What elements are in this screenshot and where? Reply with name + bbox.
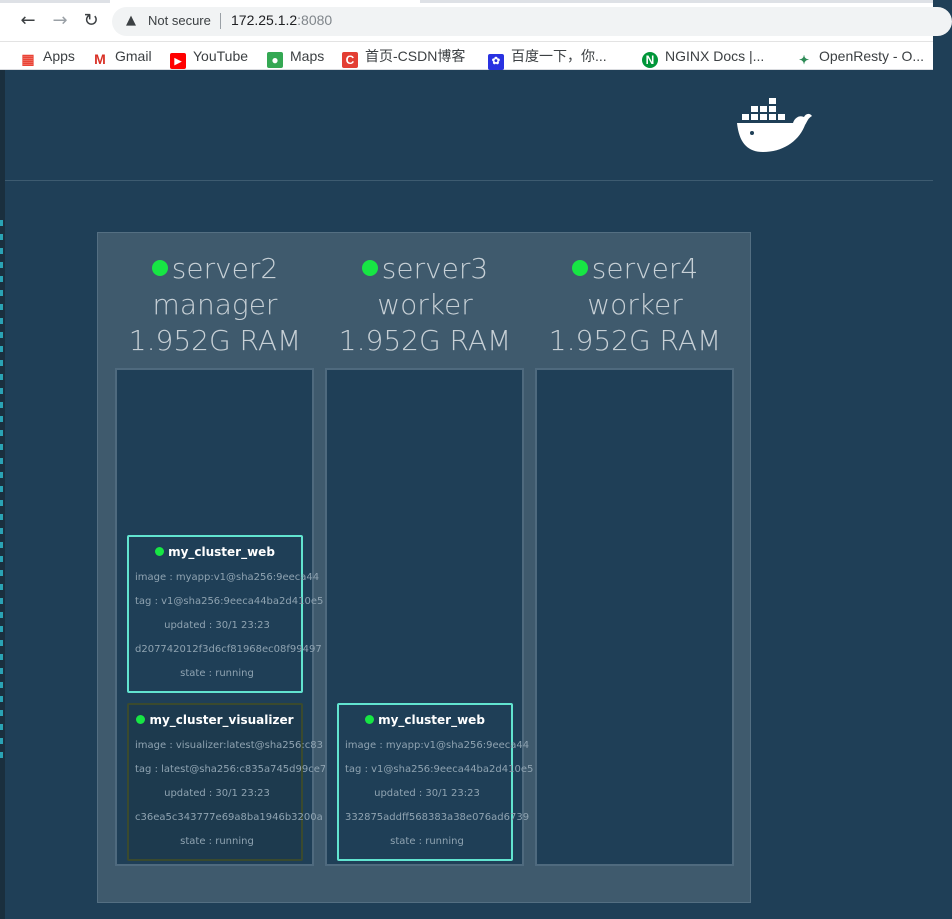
task-name: my_cluster_web [168,545,275,559]
node-status-dot [151,260,168,276]
task-id: c36ea5c343777e69a8ba1946b3200a [135,812,323,823]
task-card[interactable]: my_cluster_web image : myapp:v1@sha256:9… [337,703,534,861]
node-role: worker [377,288,473,321]
node-ram: 1.952G RAM [128,324,302,357]
bookmark-label: NGINX Docs |... [665,48,765,64]
swarm-cluster-panel: server2 manager 1.952G RAM server3 worke… [97,232,751,903]
bookmark-apps[interactable]: ▦ Apps [20,46,75,67]
bookmark-label: 首页-CSDN博客 [365,48,466,64]
node-role: manager [152,288,278,321]
task-tag: tag : v1@sha256:9eeca44ba2d410e5 [135,596,324,607]
task-name: my_cluster_web [378,713,485,727]
visualizer-header [5,70,933,181]
node-ram: 1.952G RAM [548,324,722,357]
gmail-icon: M [94,51,106,67]
url-host: 172.25.1.2 [231,12,298,28]
node-column-server4 [535,368,734,866]
task-card[interactable]: my_cluster_visualizer image : visualizer… [127,703,327,861]
task-updated: updated : 30/1 23:23 [164,788,270,799]
task-state: state : running [180,836,254,847]
bookmark-label: OpenResty - O... [819,48,925,64]
bookmark-csdn[interactable]: C 首页-CSDN博客 [342,46,466,68]
node-name: server3 [381,252,489,285]
task-card[interactable]: my_cluster_web image : myapp:v1@sha256:9… [127,535,324,693]
baidu-icon: ✿ [488,54,504,70]
bookmark-youtube[interactable]: ▶ YouTube [170,46,249,69]
openresty-icon: ✦ [798,53,810,67]
node-name: server4 [591,252,699,285]
address-bar[interactable]: ▲ Not secure 172.25.1.2:8080 [112,7,952,36]
csdn-icon: C [342,52,358,68]
nginx-icon: N [642,52,658,68]
node-title: server4 [530,251,740,287]
bookmarks-bar: ▦ Apps M Gmail ▶ YouTube ● Maps C 首页-CSDN博客 ✿… [0,42,933,70]
node-column-server3: my_cluster_web image : myapp:v1@sha256:9… [325,368,534,866]
docker-whale-icon [737,98,812,152]
bookmark-nginx[interactable]: N NGINX Docs |... [642,46,765,68]
task-status-dot [365,715,375,724]
task-state: state : running [390,836,464,847]
bookmark-maps[interactable]: ● Maps [267,46,325,68]
task-state: state : running [180,668,254,679]
task-updated: updated : 30/1 23:23 [164,620,270,631]
task-tag: tag : v1@sha256:9eeca44ba2d410e5 [345,764,534,775]
task-image: image : myapp:v1@sha256:9eeca44 [345,740,530,751]
url-text[interactable]: 172.25.1.2:8080 [231,12,332,28]
tab-strip-edge-right [420,0,933,3]
address-separator [220,13,221,29]
task-status-dot [155,547,165,556]
bookmark-label: YouTube [193,48,249,64]
reload-icon[interactable]: ↻ [83,10,99,31]
task-updated: updated : 30/1 23:23 [374,788,480,799]
node-column-server2: my_cluster_web image : myapp:v1@sha256:9… [115,368,327,866]
security-label[interactable]: Not secure [148,13,211,28]
task-title: my_cluster_web [339,713,511,727]
apps-grid-icon: ▦ [21,51,35,67]
task-title: my_cluster_visualizer [129,713,301,727]
task-name: my_cluster_visualizer [149,713,294,727]
node-status-dot [571,260,588,276]
task-title: my_cluster_web [129,545,301,559]
node-status-dot [361,260,378,276]
task-image: image : visualizer:latest@sha256:c83 [135,740,323,751]
bookmark-label: Apps [43,48,75,64]
bookmark-baidu[interactable]: ✿ 百度一下，你... [488,46,607,70]
node-ram: 1.952G RAM [338,324,512,357]
node-header-server3: server3 worker 1.952G RAM [320,251,530,359]
task-image: image : myapp:v1@sha256:9eeca44 [135,572,320,583]
back-arrow-icon[interactable]: ← [20,10,36,31]
node-title: server2 [110,251,320,287]
task-id: d207742012f3d6cf81968ec08f99497 [135,644,322,655]
url-port: :8080 [297,12,333,28]
bookmark-label: Gmail [115,48,152,64]
bookmark-label: 百度一下，你... [511,48,607,64]
maps-icon: ● [267,52,283,68]
node-title: server3 [320,251,530,287]
node-role: worker [587,288,683,321]
bookmark-gmail[interactable]: M Gmail [92,46,152,67]
task-status-dot [136,715,146,724]
node-header-server2: server2 manager 1.952G RAM [110,251,320,359]
youtube-icon: ▶ [170,53,186,69]
bookmark-openresty[interactable]: ✦ OpenResty - O... [796,46,925,67]
bookmark-label: Maps [290,48,325,64]
browser-toolbar: ← → ↻ ▲ Not secure 172.25.1.2:8080 [0,0,952,42]
task-tag: tag : latest@sha256:c835a745d99ce7 [135,764,327,775]
task-id: 332875addff568383a38e076ad6739 [345,812,530,823]
node-header-server4: server4 worker 1.952G RAM [530,251,740,359]
forward-arrow-icon[interactable]: → [52,10,68,31]
tab-strip-edge [0,0,110,3]
left-edge-stripe [0,70,5,919]
node-name: server2 [171,252,279,285]
warning-triangle-icon[interactable]: ▲ [126,13,136,28]
